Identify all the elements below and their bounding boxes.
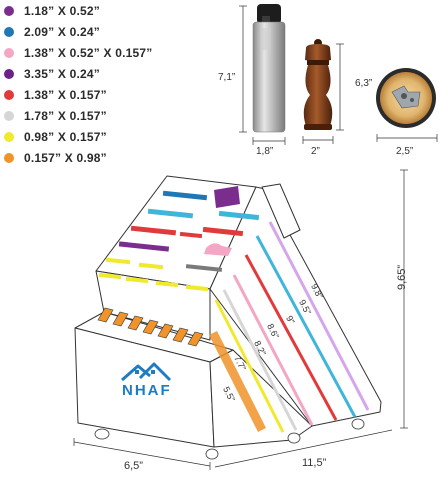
top-slots xyxy=(98,186,260,292)
legend-swatch xyxy=(4,48,14,58)
legend-swatch xyxy=(4,153,14,163)
legend-swatch xyxy=(4,6,14,16)
block-length-label: 11,5” xyxy=(302,457,327,469)
legend-swatch xyxy=(4,111,14,121)
bottle-opener-icon xyxy=(376,68,436,128)
legend-label: 1.78” X 0.157” xyxy=(24,109,107,123)
legend-swatch xyxy=(4,69,14,79)
legend-label: 3.35” X 0.24” xyxy=(24,67,100,81)
legend-label: 0.98” X 0.157” xyxy=(24,130,107,144)
legend-label: 1.38” X 0.157” xyxy=(24,88,107,102)
front-slots xyxy=(97,307,204,347)
bottle-opener-width-label: 2,5” xyxy=(396,146,414,157)
legend-item: 1.38” X 0.52” X 0.157” xyxy=(4,44,152,62)
legend-item: 3.35” X 0.24” xyxy=(4,65,100,83)
legend-label: 1.38” X 0.52” X 0.157” xyxy=(24,46,153,60)
legend-label: 0.157” X 0.98” xyxy=(24,151,107,165)
legend-item: 0.157” X 0.98” xyxy=(4,149,107,167)
block-dimension-lines xyxy=(73,169,408,470)
legend-item: 0.98” X 0.157” xyxy=(4,128,107,146)
slot-length-stripes xyxy=(208,221,370,433)
pepper-mill-width-label: 2” xyxy=(311,146,320,157)
legend-label: 2.09” X 0.24” xyxy=(24,25,100,39)
nhaf-logo-icon xyxy=(121,362,172,382)
brand-logo-text: NHAF xyxy=(122,382,172,399)
legend-item: 2.09” X 0.24” xyxy=(4,23,100,41)
pepper-mill xyxy=(303,39,333,130)
pepper-mill-height-label: 6,3” xyxy=(355,78,373,89)
legend-item: 1.18” X 0.52” xyxy=(4,2,100,20)
oil-sprayer xyxy=(252,4,286,133)
block-depth-label: 6,5” xyxy=(124,460,143,472)
legend-swatch xyxy=(4,132,14,142)
legend-swatch xyxy=(4,27,14,37)
block-height-label: 9,65” xyxy=(396,264,408,290)
legend-label: 1.18” X 0.52” xyxy=(24,4,100,18)
legend-item: 1.78” X 0.157” xyxy=(4,107,107,125)
oil-sprayer-height-label: 7,1” xyxy=(218,72,236,83)
oil-sprayer-width-label: 1,8” xyxy=(256,146,274,157)
legend-item: 1.38” X 0.157” xyxy=(4,86,107,104)
legend-swatch xyxy=(4,90,14,100)
block-feet xyxy=(94,418,365,460)
